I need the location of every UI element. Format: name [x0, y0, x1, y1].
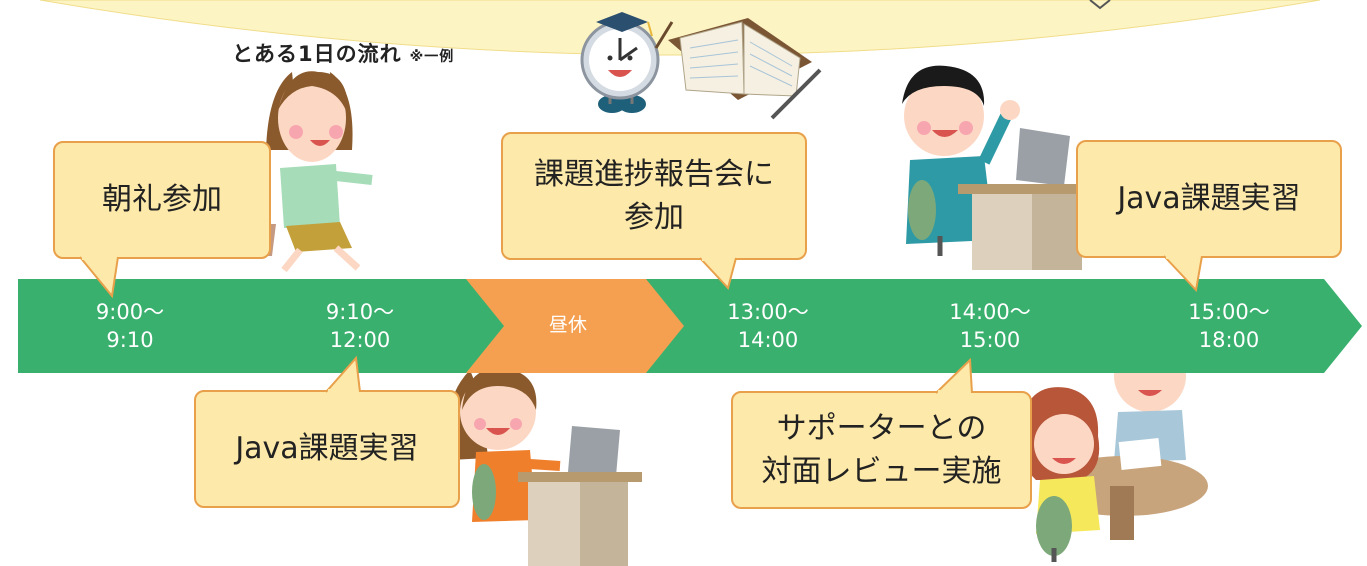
timeline-step-3-arrow: [466, 279, 686, 373]
bubble-java-practice-morning: Java課題実習: [194, 390, 460, 508]
man-at-computer-illustration: [902, 65, 1088, 270]
timeline-step-6-arrow: [1090, 279, 1362, 373]
timeline-step-2-arrow: [230, 279, 506, 373]
timeline-step-2: 9:10〜 12:00: [325, 299, 395, 352]
timeline-step-5-arrow: [866, 279, 1130, 373]
bubble-progress-meeting: 課題進捗報告会に 参加: [501, 132, 807, 260]
clock-character-icon: [580, 12, 674, 113]
timeline-step-4: 13:00〜 14:00: [727, 299, 809, 352]
timeline-step-1-arrow: [18, 279, 270, 373]
page-title: とある1日の流れ ※一例: [232, 38, 454, 68]
timeline-step-1: 9:00〜 9:10: [95, 299, 165, 352]
title-note: ※一例: [409, 49, 455, 65]
bubble-face-to-face-review: サポーターとの 対面レビュー実施: [731, 391, 1032, 509]
woman-at-computer-illustration: [447, 367, 642, 566]
bubble-morning-meeting: 朝礼参加: [53, 141, 271, 259]
schedule-book-icon: [668, 18, 822, 120]
timeline-step-3: 昼休: [548, 314, 587, 337]
timeline-step-4-arrow: [646, 279, 906, 373]
bubble-java-practice-afternoon: Java課題実習: [1076, 140, 1342, 258]
walking-woman-illustration: [236, 71, 373, 273]
timeline-step-5: 14:00〜 15:00: [949, 299, 1031, 352]
timeline-step-6: 15:00〜 18:00: [1188, 299, 1270, 352]
title-text: とある1日の流れ: [232, 42, 402, 66]
